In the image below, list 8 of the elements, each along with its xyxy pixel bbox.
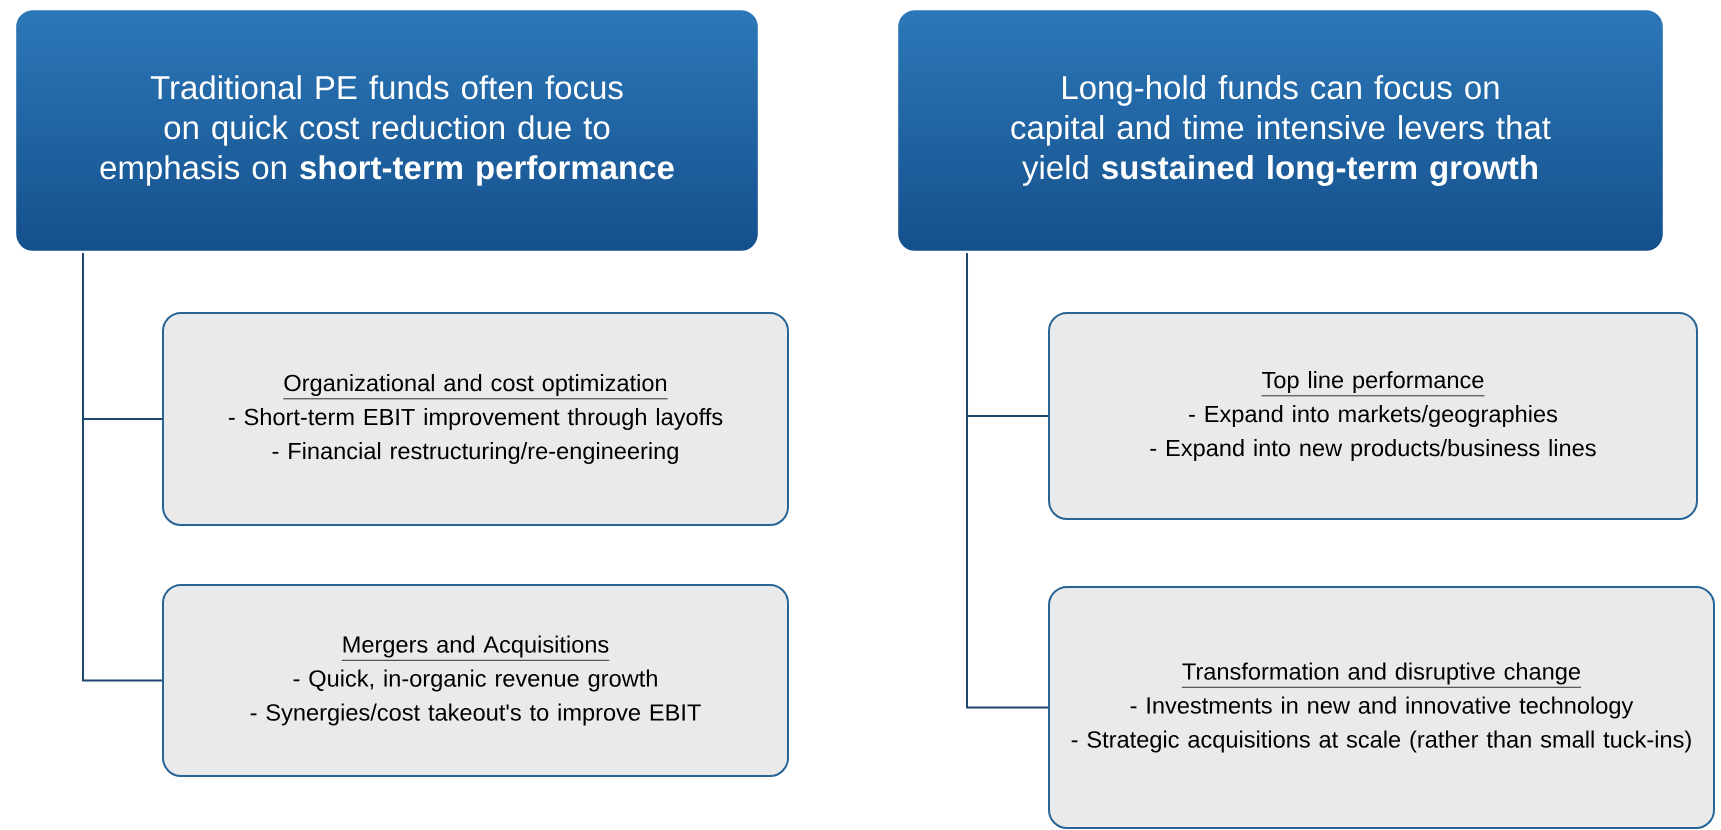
branch-box: Transformation and disruptive change - Investments in new and innovative technology - Strategic acquisitions at scale (rather than small tuck-ins) (1048, 586, 1715, 829)
connector-line (82, 252, 163, 682)
header-box: Traditional PE funds often focus on quick cost reduction due to emphasis on short-term performance (13, 7, 761, 254)
branch-box: Organizational and cost optimization - Short-term EBIT improvement through layoffs - Financial restructuring/re-engineering (162, 312, 789, 526)
branch-box: Mergers and Acquisitions - Quick, in-organic revenue growth - Synergies/cost takeout's to improve EBIT (162, 584, 789, 777)
connector-line (966, 252, 1049, 709)
header-box: Long-hold funds can focus on capital and time intensive levers that yield sustained long-term growth (895, 7, 1666, 254)
branch-box: Top line performance - Expand into markets/geographies - Expand into new products/business lines (1048, 312, 1698, 520)
